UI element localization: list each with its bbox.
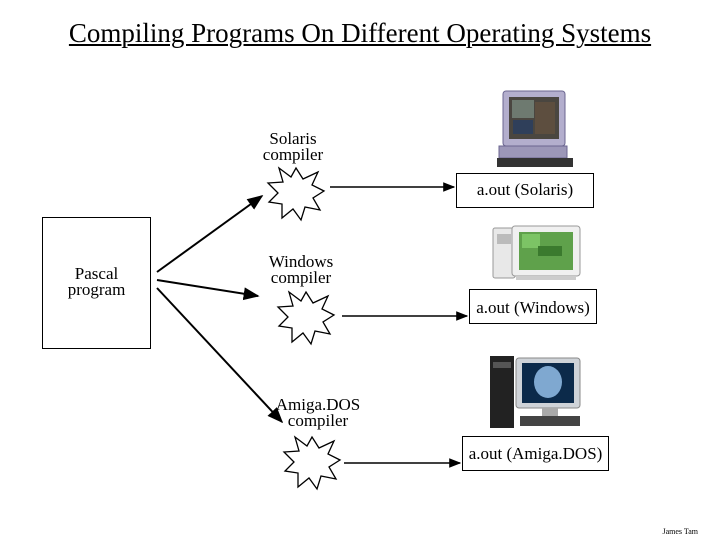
source-label-line2: program [67,280,126,299]
starburst-icon [282,435,342,491]
arrow-to-windows-compiler [156,279,260,301]
source-program-box: Pascal program [42,217,151,349]
arrow-to-amiga-compiler [156,287,284,424]
output-box-windows: a.out (Windows) [469,289,597,324]
starburst-icon [266,166,326,222]
amiga-workstation-icon [490,356,581,428]
compiler-label-windows: Windows compiler [268,252,334,287]
starburst-icon [276,290,336,346]
arrow-to-solaris-compiler [156,195,264,273]
output-box-amiga: a.out (Amiga.DOS) [462,436,609,471]
compiler-label-solaris: Solaris compiler [262,129,324,164]
windows-pc-icon [492,225,581,280]
page-title: Compiling Programs On Different Operatin… [68,18,652,48]
solaris-workstation-icon [497,90,573,167]
author-credit: James Tam [662,527,698,536]
source-label-line1: Pascal [74,264,119,283]
compiler-label-amiga: Amiga.DOS compiler [275,395,361,430]
output-box-solaris: a.out (Solaris) [456,173,594,208]
